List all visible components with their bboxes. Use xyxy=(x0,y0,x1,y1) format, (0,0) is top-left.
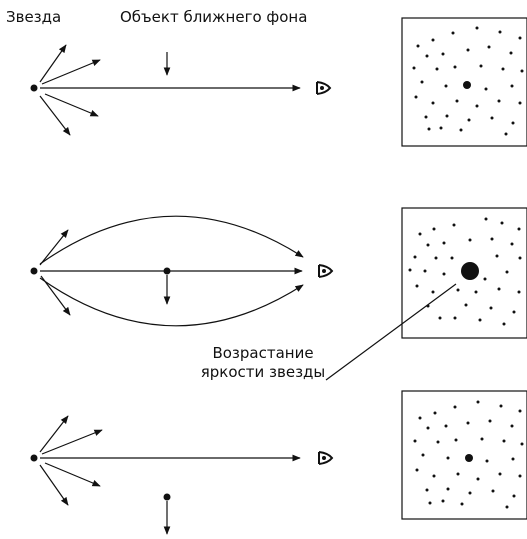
ray xyxy=(39,44,67,83)
ray xyxy=(39,229,69,266)
background-stars xyxy=(412,26,524,136)
star-field-panel xyxy=(401,207,527,339)
star-dot xyxy=(30,267,38,275)
brightening-label: Возрастание яркости звезды xyxy=(200,344,326,381)
lens-object xyxy=(163,493,171,501)
ray xyxy=(39,464,69,506)
near-object-label: Объект ближнего фона xyxy=(120,8,308,26)
lensed-ray-upper xyxy=(39,215,304,265)
eye-icon xyxy=(318,264,334,278)
row-lensing xyxy=(30,215,457,381)
star-dot xyxy=(30,454,38,462)
row-before xyxy=(30,44,332,136)
ray xyxy=(39,95,71,136)
row-after xyxy=(30,415,334,535)
ray xyxy=(44,93,99,117)
star-field-panel xyxy=(401,390,527,520)
background-stars xyxy=(413,400,524,509)
leader-line xyxy=(325,283,457,381)
star-dot xyxy=(30,84,38,92)
background-stars xyxy=(408,217,522,326)
target-star xyxy=(463,81,471,89)
eye-icon xyxy=(318,451,334,465)
target-star xyxy=(465,454,473,462)
eye-icon xyxy=(316,81,332,95)
star-field-panel xyxy=(401,17,527,147)
ray xyxy=(39,415,69,453)
lensed-ray-lower xyxy=(39,277,304,327)
lens-object xyxy=(163,267,171,275)
ray xyxy=(41,59,101,85)
star-label: Звезда xyxy=(6,8,62,26)
ray xyxy=(41,429,103,455)
ray xyxy=(44,462,101,487)
brightened-star xyxy=(461,262,479,280)
